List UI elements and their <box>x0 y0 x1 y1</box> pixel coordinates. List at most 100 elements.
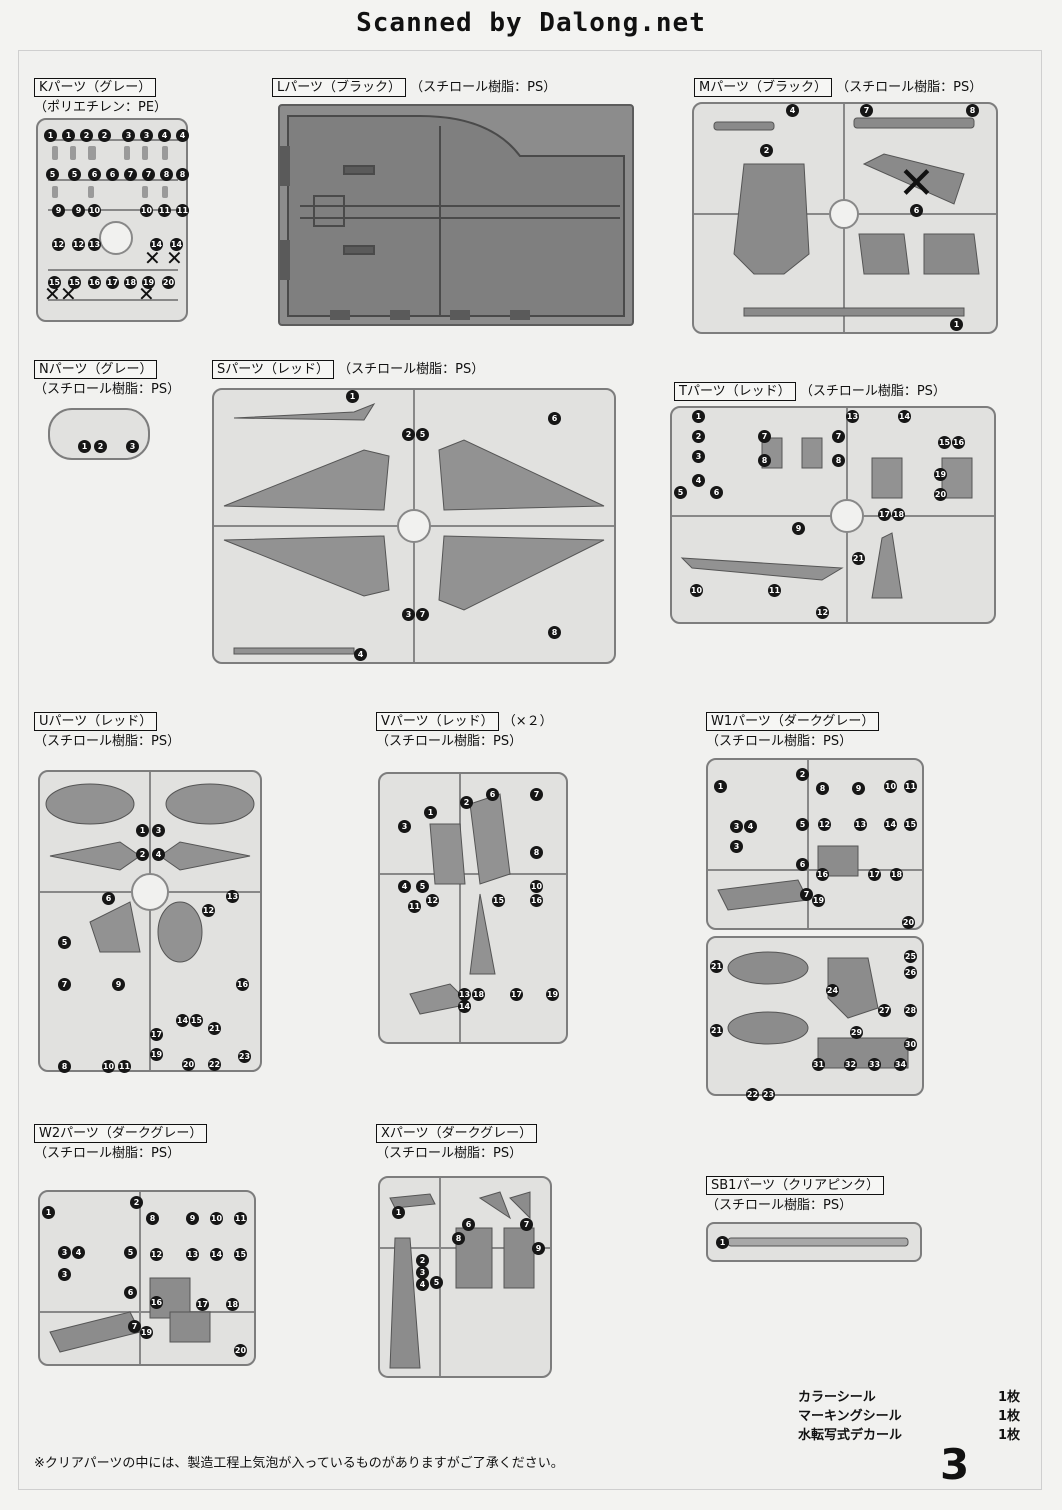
part-number-badge: 7 <box>142 168 155 181</box>
runner-v-drawing <box>380 774 566 1042</box>
part-number-badge: 19 <box>142 276 155 289</box>
part-number-badge: 18 <box>890 868 903 881</box>
part-number-badge: 10 <box>210 1212 223 1225</box>
part-number-badge: 4 <box>416 1278 429 1291</box>
part-number-badge: 4 <box>152 848 165 861</box>
part-name: Sパーツ（レッド） <box>212 360 334 379</box>
part-number-badge: 11 <box>118 1060 131 1073</box>
part-label-w2: W2パーツ（ダークグレー） （スチロール樹脂：PS） <box>34 1124 208 1162</box>
part-name: Vパーツ（レッド） <box>376 712 499 731</box>
accessory-legend: カラーシール 1枚 マーキングシール 1枚 水転写式デカール 1枚 <box>798 1388 1020 1445</box>
part-material: （スチロール樹脂：PS） <box>376 1146 523 1161</box>
part-number-badge: 1 <box>950 318 963 331</box>
part-number-badge: 13 <box>854 818 867 831</box>
part-number-badge: 6 <box>124 1286 137 1299</box>
part-number-badge: 3 <box>58 1246 71 1259</box>
part-number-badge: 14 <box>176 1014 189 1027</box>
runner-s-drawing <box>214 390 614 662</box>
part-number-badge: 1 <box>692 410 705 423</box>
part-name: W1パーツ（ダークグレー） <box>706 712 880 731</box>
part-number-badge: 9 <box>72 204 85 217</box>
part-number-badge: 9 <box>186 1212 199 1225</box>
part-number-badge: 2 <box>416 1254 429 1267</box>
part-number-badge: 31 <box>812 1058 825 1071</box>
part-number-badge: 10 <box>140 204 153 217</box>
legend-row: 水転写式デカール 1枚 <box>798 1426 1020 1445</box>
part-number-badge: 2 <box>98 129 111 142</box>
cross-mark: ✕ <box>144 246 161 270</box>
part-material: （スチロール樹脂：PS） <box>836 80 983 95</box>
part-number-badge: 4 <box>158 129 171 142</box>
part-number-badge: 8 <box>530 846 543 859</box>
part-number-badge: 13 <box>226 890 239 903</box>
part-number-badge: 16 <box>816 868 829 881</box>
part-number-badge: 19 <box>812 894 825 907</box>
part-name: Kパーツ（グレー） <box>34 78 157 97</box>
part-number-badge: 25 <box>904 950 917 963</box>
part-number-badge: 16 <box>530 894 543 907</box>
part-number-badge: 1 <box>714 780 727 793</box>
part-number-badge: 20 <box>934 488 947 501</box>
part-number-badge: 2 <box>130 1196 143 1209</box>
part-number-badge: 4 <box>354 648 367 661</box>
part-number-badge: 10 <box>884 780 897 793</box>
part-label-s: Sパーツ（レッド） （スチロール樹脂：PS） <box>212 360 484 379</box>
part-number-badge: 7 <box>520 1218 533 1231</box>
part-number-badge: 19 <box>546 988 559 1001</box>
part-number-badge: 10 <box>530 880 543 893</box>
part-number-badge: 4 <box>786 104 799 117</box>
part-number-badge: 8 <box>832 454 845 467</box>
part-number-badge: 20 <box>162 276 175 289</box>
part-number-badge: 4 <box>72 1246 85 1259</box>
part-number-badge: 10 <box>690 584 703 597</box>
part-number-badge: 21 <box>852 552 865 565</box>
part-name: Xパーツ（ダークグレー） <box>376 1124 538 1143</box>
part-number-badge: 34 <box>894 1058 907 1071</box>
part-number-badge: 7 <box>800 888 813 901</box>
part-number-badge: 5 <box>430 1276 443 1289</box>
part-number-badge: 18 <box>472 988 485 1001</box>
part-number-badge: 4 <box>176 129 189 142</box>
runner-sb1-drawing <box>727 1237 909 1247</box>
part-number-badge: 21 <box>208 1022 221 1035</box>
runner-m: 4 7 8 2 6 1 ✕ <box>692 102 998 334</box>
runner-l <box>278 104 634 326</box>
part-number-badge: 3 <box>126 440 139 453</box>
part-number-badge: 6 <box>710 486 723 499</box>
part-material: （スチロール樹脂：PS） <box>376 734 523 749</box>
part-number-badge: 12 <box>72 238 85 251</box>
part-number-badge: 18 <box>124 276 137 289</box>
part-number-badge: 2 <box>94 440 107 453</box>
part-number-badge: 8 <box>160 168 173 181</box>
part-number-badge: 7 <box>58 978 71 991</box>
part-number-badge: 11 <box>176 204 189 217</box>
part-number-badge: 14 <box>210 1248 223 1261</box>
part-number-badge: 4 <box>744 820 757 833</box>
part-number-badge: 7 <box>530 788 543 801</box>
part-number-badge: 15 <box>68 276 81 289</box>
part-number-badge: 1 <box>424 806 437 819</box>
part-number-badge: 22 <box>746 1088 759 1101</box>
part-name: Uパーツ（レッド） <box>34 712 158 731</box>
part-label-l: Lパーツ（ブラック） （スチロール樹脂：PS） <box>272 78 556 97</box>
part-number-badge: 18 <box>892 508 905 521</box>
part-number-badge: 10 <box>88 204 101 217</box>
part-number-badge: 17 <box>868 868 881 881</box>
part-number-badge: 7 <box>416 608 429 621</box>
part-number-badge: 1 <box>716 1236 729 1249</box>
part-label-v: Vパーツ（レッド） （×２） （スチロール樹脂：PS） <box>376 712 553 750</box>
legend-label: 水転写式デカール <box>798 1428 903 1443</box>
part-number-badge: 17 <box>510 988 523 1001</box>
part-number-badge: 15 <box>492 894 505 907</box>
part-number-badge: 2 <box>760 144 773 157</box>
part-number-badge: 8 <box>452 1232 465 1245</box>
runner-n: 1 2 3 <box>48 408 150 460</box>
part-number-badge: 1 <box>62 129 75 142</box>
legend-row: カラーシール 1枚 <box>798 1388 1020 1407</box>
part-material: （スチロール樹脂：PS） <box>706 734 853 749</box>
part-number-badge: 10 <box>102 1060 115 1073</box>
part-number-badge: 30 <box>904 1038 917 1051</box>
